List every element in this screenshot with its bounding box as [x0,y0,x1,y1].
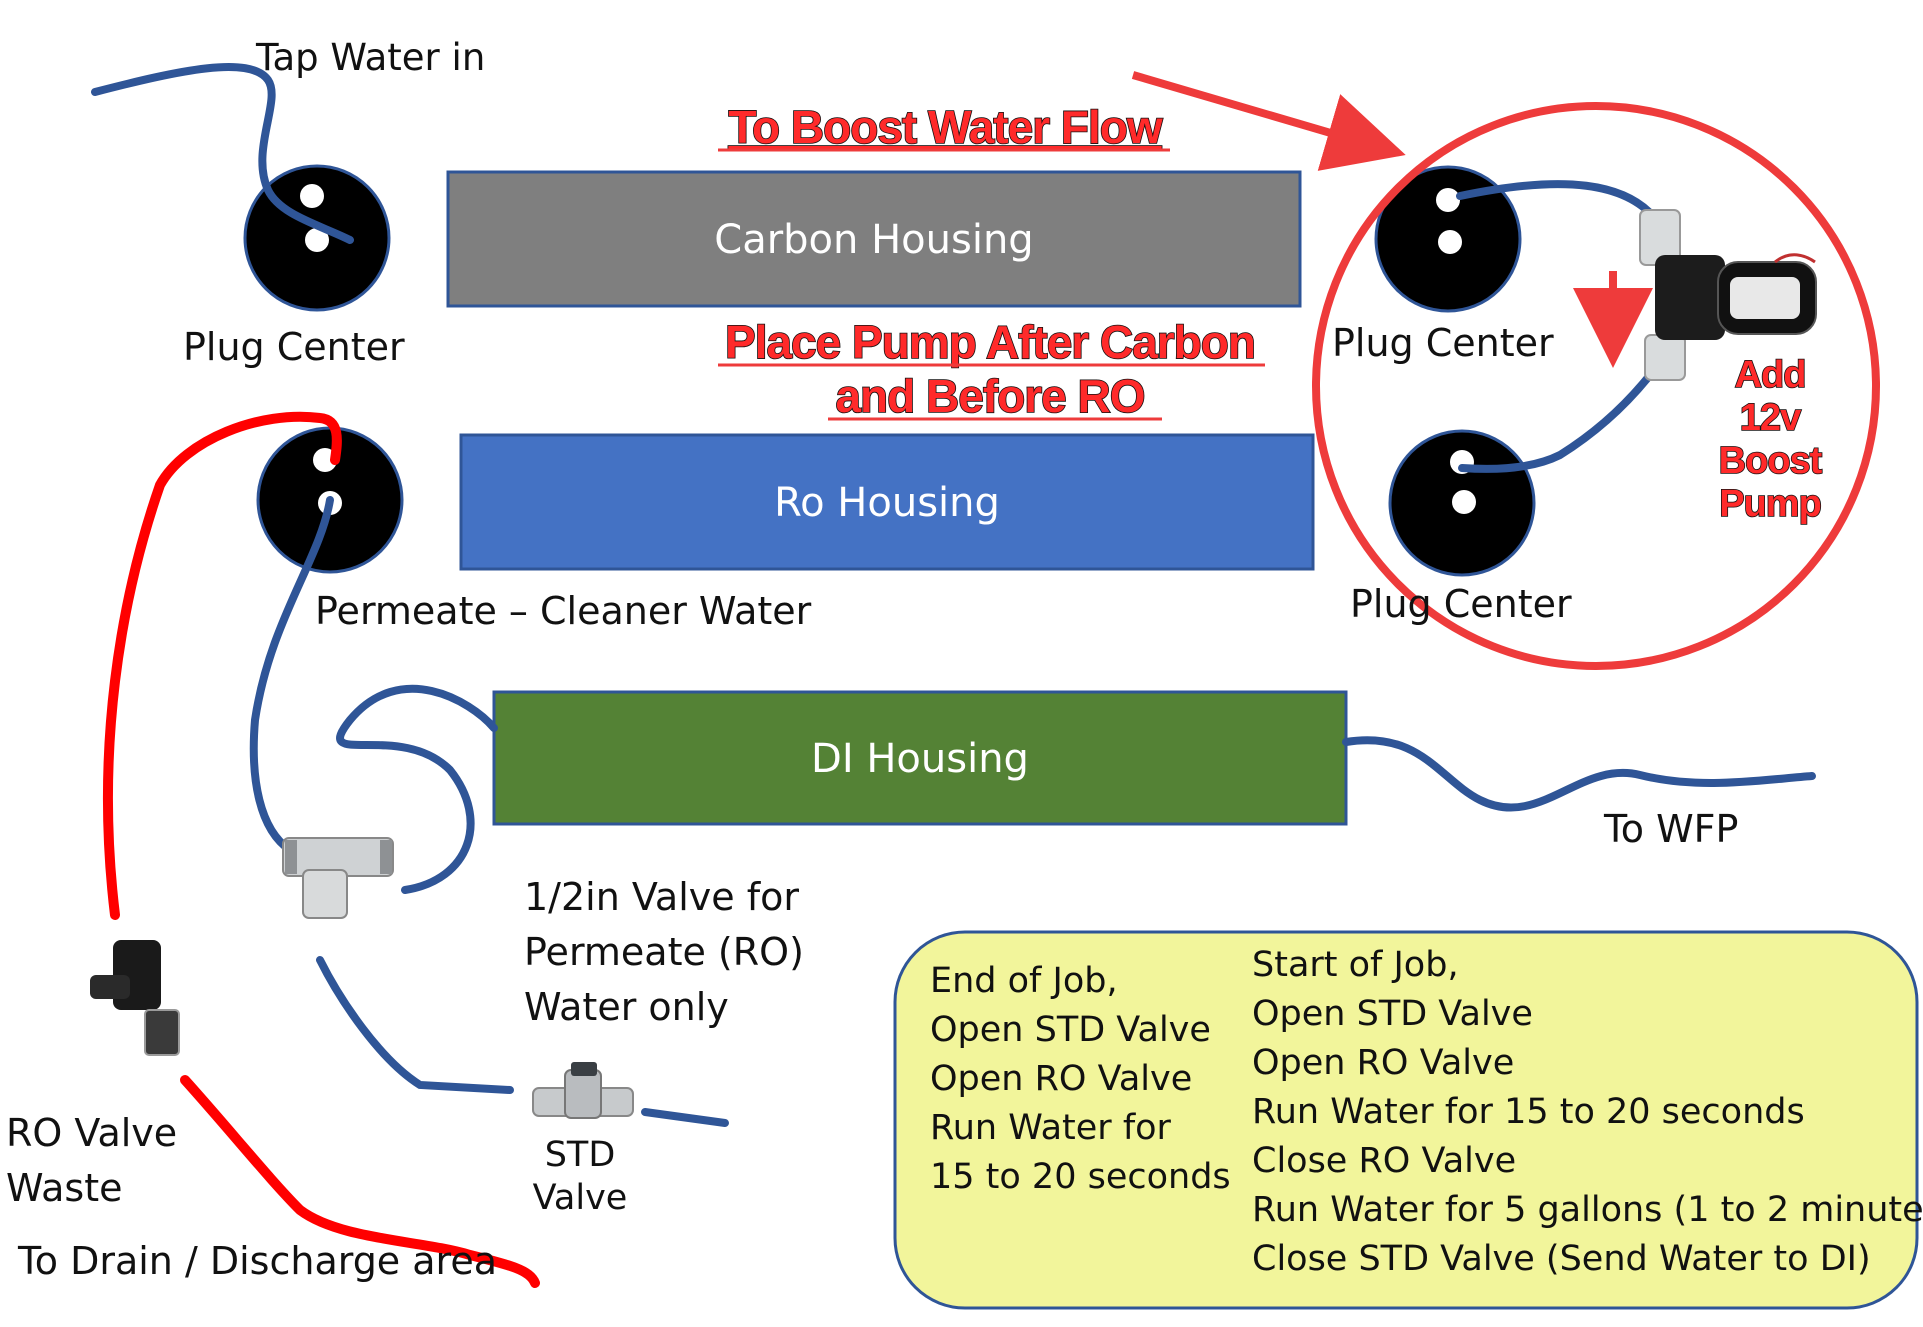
plug-center-label-2: Plug Center [1332,321,1554,365]
red-waste-tubing [102,411,540,1288]
carbon-housing-label: Carbon Housing [714,217,1033,263]
start-of-job-line2: Open STD Valve [1252,994,1533,1034]
end-of-job-line4: Run Water for [930,1108,1172,1148]
tap-water-in-label: Tap Water in [255,36,485,79]
valve-note-line1: 1/2in Valve for [524,875,799,919]
end-of-job-line1: End of Job, [930,961,1118,1001]
di-housing: DI Housing [492,690,1348,826]
instructions-box: End of Job, Open STD Valve Open RO Valve… [893,930,1923,1310]
ro-valve-waste-line1: RO Valve [6,1111,177,1155]
start-of-job-line5: Close RO Valve [1252,1141,1516,1181]
add-pump-line3: Boost [1719,440,1823,482]
tee-fitting [282,837,394,919]
add-pump-line2: 12v [1740,397,1801,439]
std-valve-line1: STD [545,1135,616,1175]
end-of-job-line2: Open STD Valve [930,1010,1211,1050]
ro-valve-waste-line2: Waste [6,1166,123,1210]
std-valve-fitting [532,1062,634,1119]
place-pump-callout-line2: and Before RO [835,370,1144,422]
plug-carbon-right [1374,165,1522,313]
start-of-job-line6: Run Water for 5 gallons (1 to 2 minute) [1252,1190,1923,1230]
carbon-housing: Carbon Housing [446,170,1302,308]
end-of-job-line5: 15 to 20 seconds [930,1157,1231,1197]
plug-center-label-1: Plug Center [183,325,405,369]
add-pump-line1: Add [1735,354,1806,396]
end-of-job-line3: Open RO Valve [930,1059,1192,1099]
permeate-label: Permeate – Cleaner Water [315,589,812,633]
ro-housing-label: Ro Housing [774,480,1000,526]
start-of-job-line7: Close STD Valve (Send Water to DI) [1252,1239,1871,1279]
boost-flow-callout: To Boost Water Flow [728,101,1163,153]
plug-center-label-3: Plug Center [1350,582,1572,626]
to-drain-label: To Drain / Discharge area [17,1239,497,1283]
blue-tubing [91,63,1816,1127]
place-pump-callout-line1: Place Pump After Carbon [725,316,1255,368]
ro-housing: Ro Housing [459,433,1315,571]
ro-valve-fitting [90,940,180,1056]
pump-highlight-circle [1312,102,1880,670]
pointer-arrow [1131,71,1406,171]
start-of-job-line3: Open RO Valve [1252,1043,1514,1083]
boost-pump-image [1639,209,1817,381]
std-valve-line2: Valve [533,1178,628,1218]
to-wfp-label: To WFP [1603,807,1738,851]
plug-ro-right [1388,429,1536,577]
add-pump-line4: Pump [1719,483,1821,525]
valve-note-line3: Water only [524,985,729,1029]
di-housing-label: DI Housing [811,736,1029,782]
start-of-job-line1: Start of Job, [1252,945,1459,985]
start-of-job-line4: Run Water for 15 to 20 seconds [1252,1092,1805,1132]
valve-note-line2: Permeate (RO) [524,930,804,974]
